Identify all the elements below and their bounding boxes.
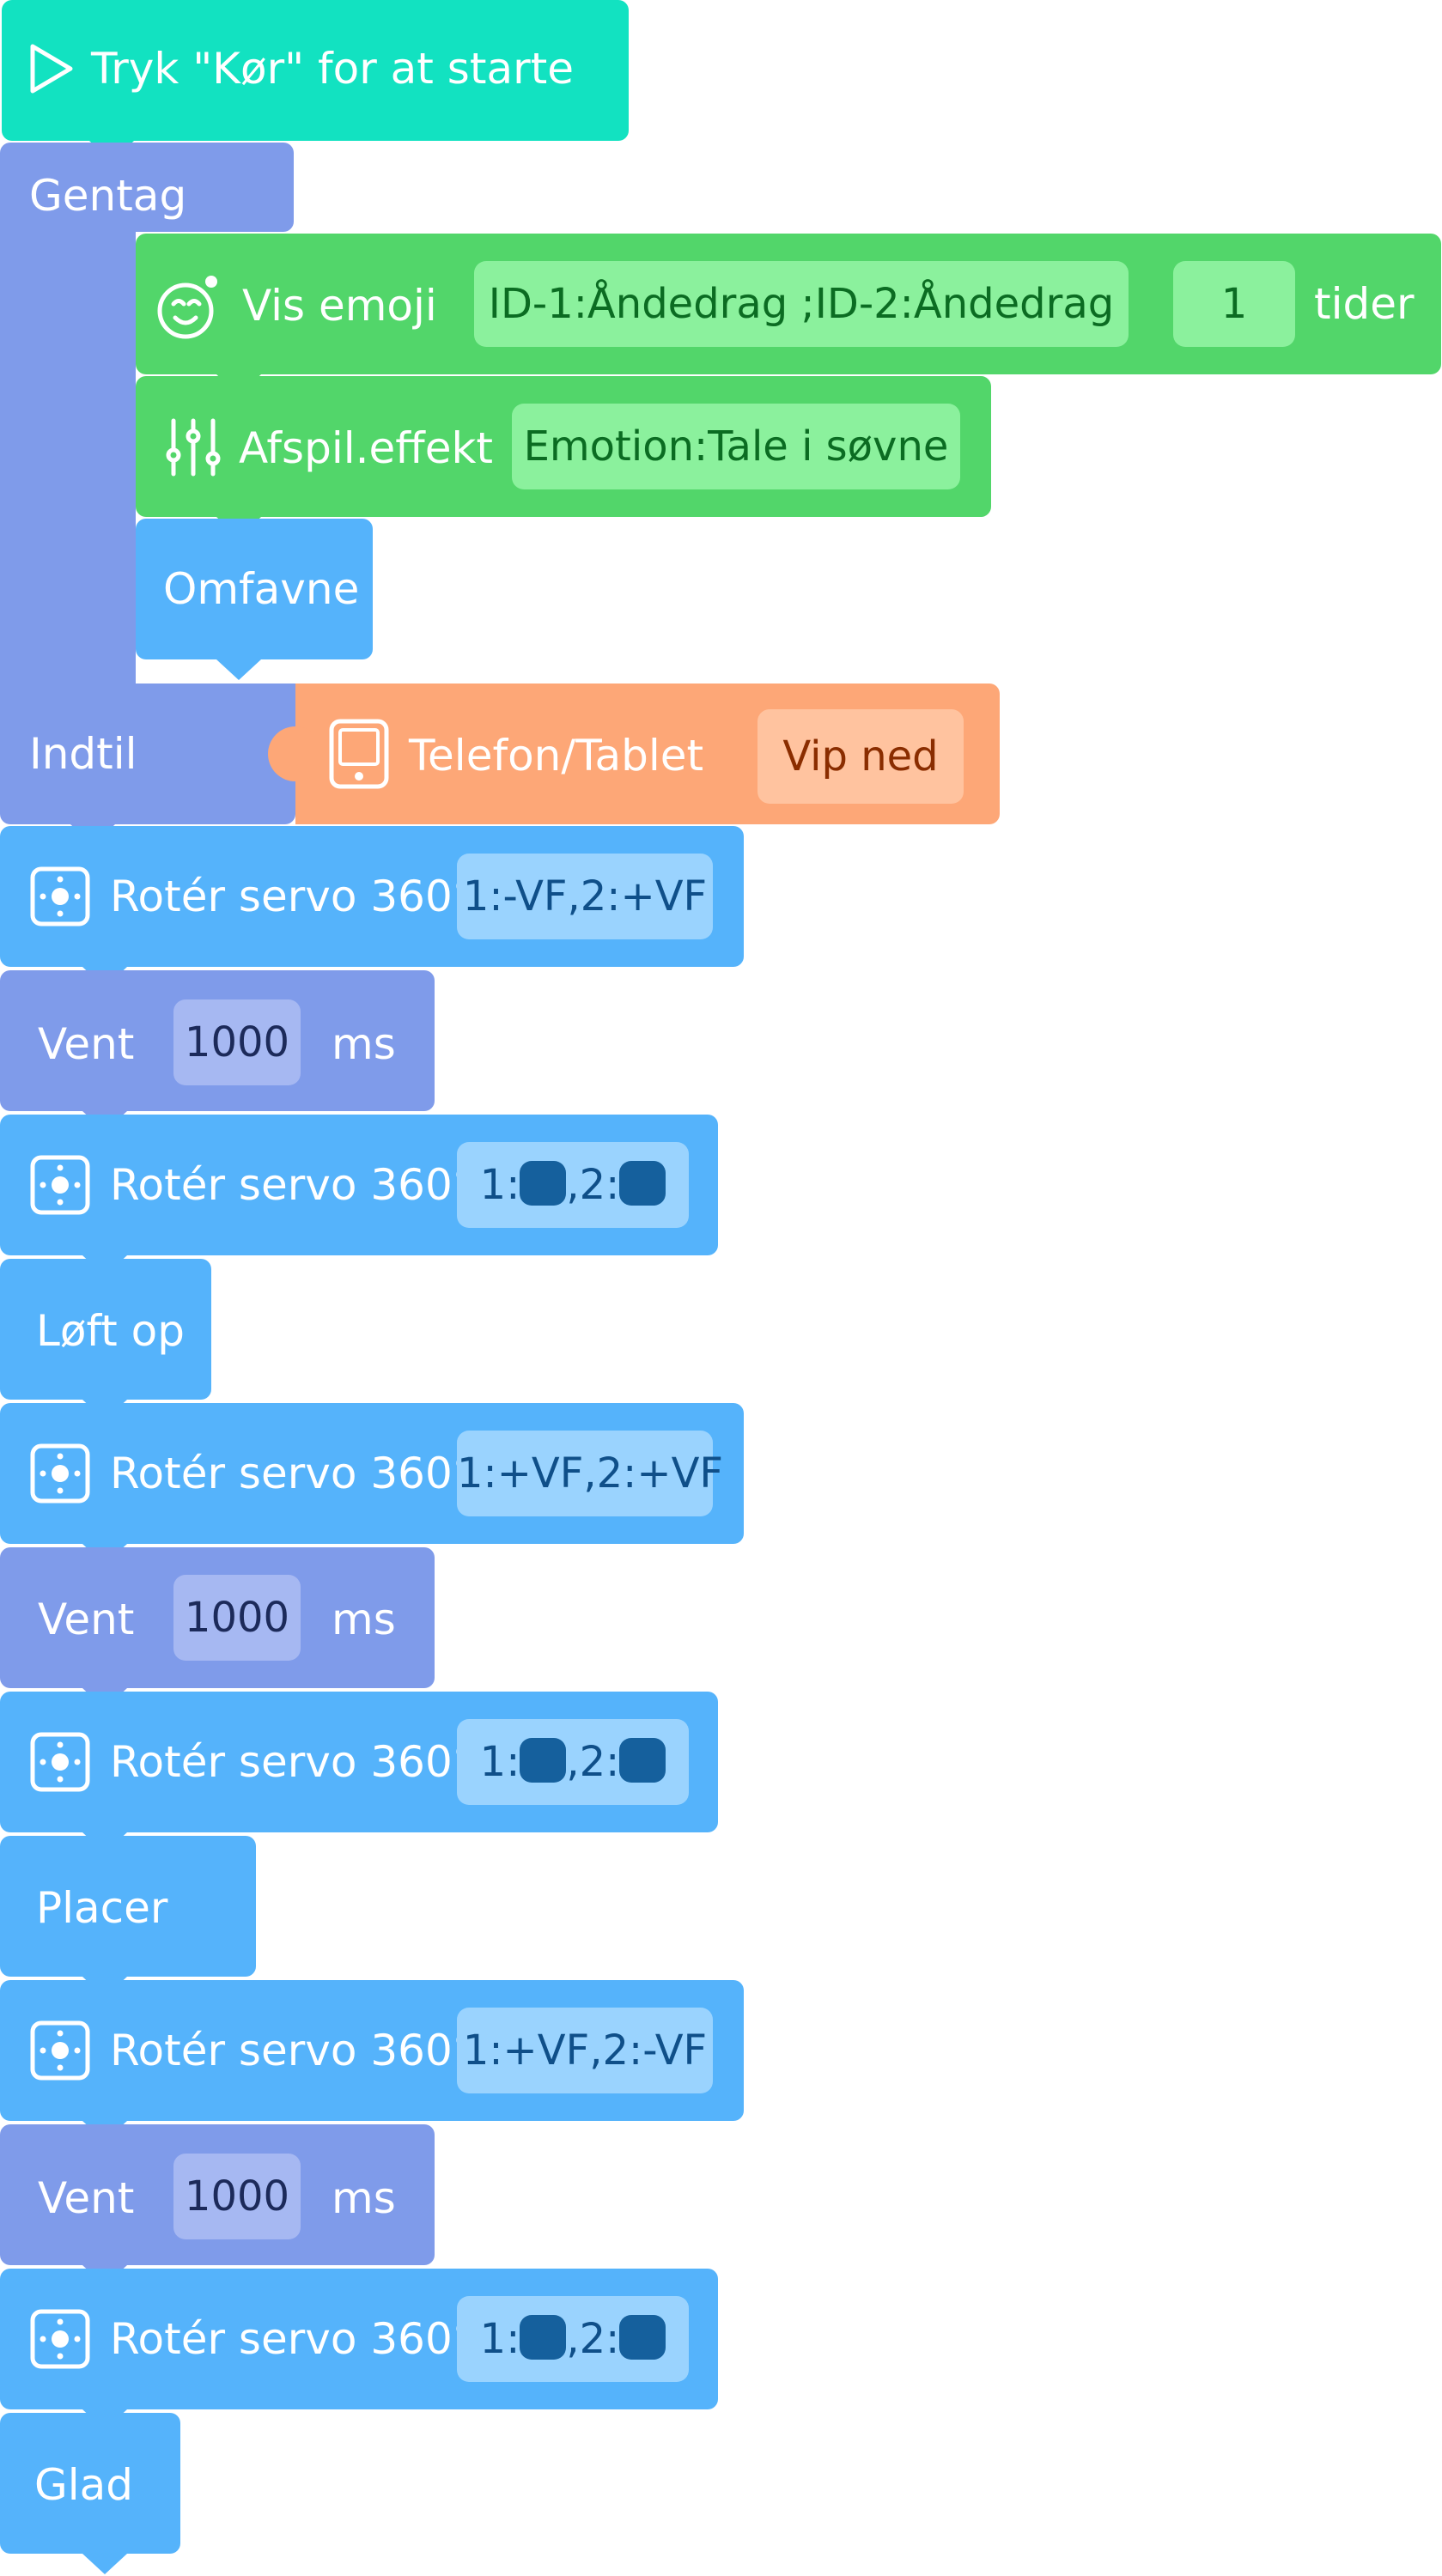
servo-block-label: Rotér servo 360°: [110, 872, 474, 921]
happy-block-label: Glad: [34, 2460, 134, 2510]
phone-gesture-field[interactable]: Vip ned: [758, 709, 964, 804]
repeat-block-label: Gentag: [29, 171, 187, 221]
servo-block-label: Rotér servo 360°: [110, 1160, 474, 1210]
hug-block-label: Omfavne: [163, 564, 360, 614]
servo-block-label: Rotér servo 360°: [110, 1449, 474, 1498]
wait-unit-label: ms: [332, 2173, 396, 2223]
servo-2-label: ,2:: [566, 1161, 620, 1209]
servo-block-label: Rotér servo 360°: [110, 2026, 474, 2075]
servo-value-field[interactable]: 1:-VF,2:+VF: [457, 854, 713, 939]
wait-duration-field[interactable]: 1000: [173, 999, 301, 1085]
servo-value-field[interactable]: 1:+VF,2:+VF: [457, 1431, 723, 1516]
place-block-label: Placer: [36, 1883, 168, 1933]
repeat-block-bottom[interactable]: [0, 683, 295, 824]
hug-block[interactable]: [136, 519, 373, 659]
servo-icon: [30, 1443, 90, 1504]
servo-value-field[interactable]: 1: ,2:: [457, 1142, 689, 1228]
repeat-block-arm: [0, 215, 136, 704]
effect-field[interactable]: Emotion:Tale i søvne: [512, 404, 960, 489]
servo-icon: [30, 1732, 90, 1792]
wait-block-label: Vent: [38, 1595, 135, 1644]
happy-block[interactable]: [0, 2413, 180, 2554]
start-block[interactable]: [2, 0, 629, 141]
happy-block-connector: [82, 2554, 127, 2574]
servo-1-color-swatch[interactable]: [520, 1738, 567, 1783]
servo-value-field[interactable]: 1: ,2:: [457, 1719, 689, 1805]
servo-icon: [30, 2309, 90, 2369]
servo-1-color-swatch[interactable]: [520, 1161, 567, 1206]
emoji-count-field[interactable]: 1: [1173, 261, 1295, 347]
servo-2-color-swatch[interactable]: [619, 1738, 666, 1783]
wait-unit-label: ms: [332, 1595, 396, 1644]
emoji-id-field[interactable]: ID-1:Åndedrag ;ID-2:Åndedrag: [474, 261, 1129, 347]
wait-duration-field[interactable]: 1000: [173, 1575, 301, 1661]
wait-duration-field[interactable]: 1000: [173, 2154, 301, 2239]
sliders-icon: [166, 418, 221, 477]
tablet-icon: [329, 719, 389, 789]
wait-block-label: Vent: [38, 1019, 135, 1069]
hug-block-connector: [216, 659, 261, 680]
start-block-label: Tryk "Kør" for at starte: [91, 44, 575, 94]
show-emoji-label: Vis emoji: [242, 281, 437, 331]
lift-up-label: Løft op: [36, 1306, 185, 1356]
servo-icon: [30, 2020, 90, 2081]
servo-value-field[interactable]: 1:+VF,2:-VF: [457, 2008, 713, 2093]
servo-2-label: ,2:: [566, 1738, 620, 1786]
repeat-until-label: Indtil: [29, 729, 137, 779]
servo-2-color-swatch[interactable]: [619, 2315, 666, 2360]
wait-block-label: Vent: [38, 2173, 135, 2223]
play-effect-label: Afspil.effekt: [239, 423, 494, 473]
emoji-count-suffix: tider: [1314, 279, 1415, 329]
servo-2-color-swatch[interactable]: [619, 1161, 666, 1206]
servo-icon: [30, 1155, 90, 1215]
condition-socket: [268, 726, 323, 781]
wait-unit-label: ms: [332, 1019, 396, 1069]
servo-1-label: 1:: [479, 1738, 520, 1786]
servo-value-field[interactable]: 1: ,2:: [457, 2296, 689, 2382]
servo-2-label: ,2:: [566, 2315, 620, 2363]
servo-icon: [30, 866, 90, 927]
servo-1-label: 1:: [479, 1161, 520, 1209]
servo-1-color-swatch[interactable]: [520, 2315, 567, 2360]
emoji-robot-icon: [157, 276, 217, 339]
lift-up-block[interactable]: [0, 1259, 211, 1400]
servo-1-label: 1:: [479, 2315, 520, 2363]
servo-block-label: Rotér servo 360°: [110, 2314, 474, 2364]
servo-block-label: Rotér servo 360°: [110, 1737, 474, 1787]
play-icon: [30, 44, 73, 94]
phone-condition-label: Telefon/Tablet: [409, 731, 704, 781]
place-block[interactable]: [0, 1836, 256, 1977]
